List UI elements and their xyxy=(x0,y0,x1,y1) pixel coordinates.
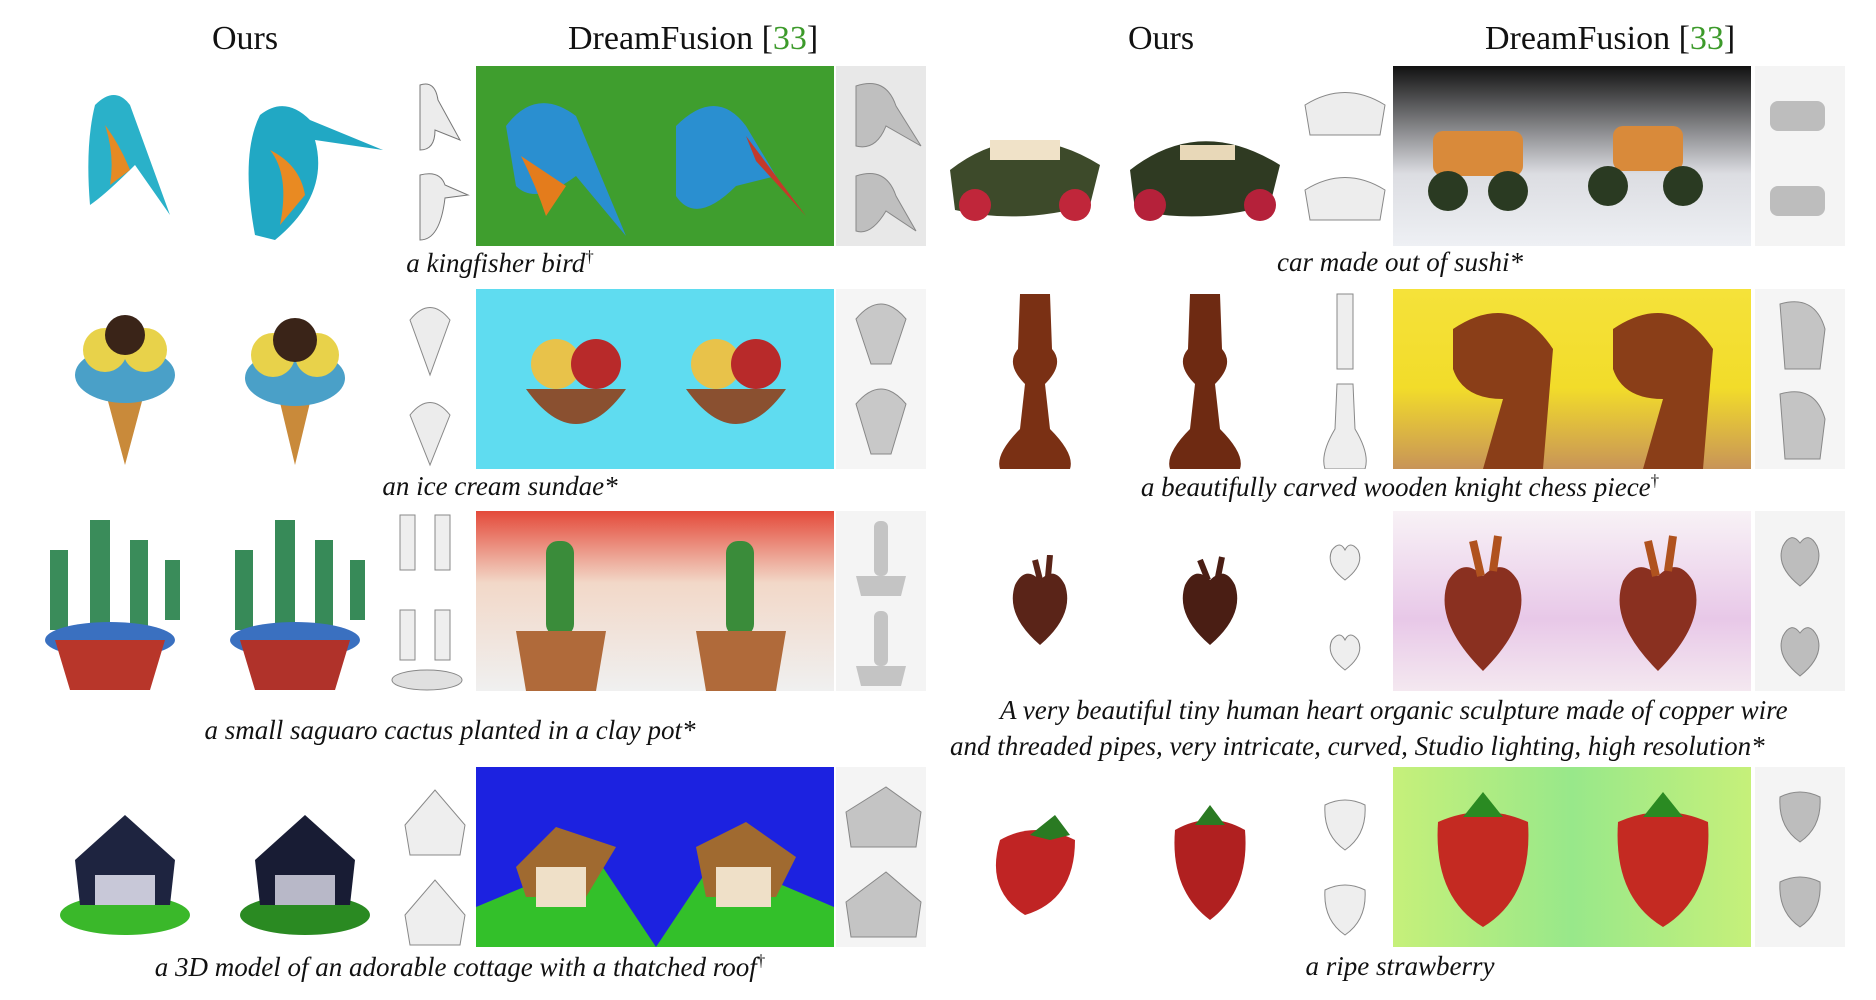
dreamfusion-label: DreamFusion [ xyxy=(1485,20,1690,57)
dreamfusion-strawberry-render xyxy=(1393,767,1751,947)
caption-strawberry: a ripe strawberry xyxy=(1305,951,1495,981)
ours-strawberry-view-1 xyxy=(980,810,1090,920)
ours-strawberry-geometry xyxy=(1315,790,1375,945)
ours-cactus-view-2 xyxy=(215,510,375,700)
ours-chess-view-2 xyxy=(1160,289,1250,469)
header-ours-right: Ours xyxy=(1128,20,1195,57)
dreamfusion-kingfisher-geometry xyxy=(836,66,926,246)
ours-cactus-geometry xyxy=(385,510,470,695)
ours-sushi-car-view-2 xyxy=(1120,110,1290,230)
ours-sushi-car-geometry xyxy=(1300,80,1390,245)
ours-sundae-view-2 xyxy=(235,300,355,470)
ours-sundae-view-1 xyxy=(65,300,185,470)
ours-cactus-view-1 xyxy=(30,510,190,700)
dreamfusion-close: ] xyxy=(1723,20,1736,57)
dreamfusion-sundae-render xyxy=(476,289,834,469)
dreamfusion-sushi-car-geometry xyxy=(1755,66,1845,246)
ours-heart-view-2 xyxy=(1170,555,1250,650)
caption-mark: † xyxy=(1650,471,1660,490)
ours-kingfisher-view-1 xyxy=(75,85,185,220)
dreamfusion-cottage-render xyxy=(476,767,834,947)
header-dreamfusion-left: DreamFusion [33] xyxy=(568,20,818,58)
dreamfusion-heart-render xyxy=(1393,511,1751,691)
dreamfusion-sundae-geometry xyxy=(836,289,926,469)
ours-cottage-geometry xyxy=(400,785,470,950)
ours-chess-geometry xyxy=(1315,289,1375,469)
dreamfusion-cactus-geometry xyxy=(836,511,926,691)
caption-mark: † xyxy=(585,247,594,266)
caption-mark: † xyxy=(756,951,766,970)
dreamfusion-close: ] xyxy=(806,20,819,57)
dreamfusion-chess-render xyxy=(1393,289,1751,469)
dreamfusion-cottage-geometry xyxy=(836,767,926,947)
ours-sundae-geometry xyxy=(395,295,465,475)
caption-sushi-car: car made out of sushi* xyxy=(1277,247,1523,277)
caption-text: a kingfisher bird xyxy=(406,248,586,278)
dreamfusion-chess-geometry xyxy=(1755,289,1845,469)
ours-kingfisher-view-2 xyxy=(235,95,385,245)
caption-kingfisher: a kingfisher bird† xyxy=(300,247,700,279)
dreamfusion-cactus-render xyxy=(476,511,834,691)
dreamfusion-kingfisher-render xyxy=(476,66,834,246)
caption-cottage: a 3D model of an adorable cottage with a… xyxy=(100,951,820,983)
ours-chess-view-1 xyxy=(990,289,1080,469)
dreamfusion-strawberry-geometry xyxy=(1755,767,1845,947)
ours-cottage-view-1 xyxy=(55,800,195,940)
ours-sushi-car-view-1 xyxy=(940,110,1110,230)
ours-cottage-view-2 xyxy=(235,800,375,940)
ours-kingfisher-geometry xyxy=(400,80,470,250)
ours-strawberry-view-2 xyxy=(1160,800,1260,925)
caption-text: a 3D model of an adorable cottage with a… xyxy=(154,952,757,982)
dreamfusion-heart-geometry xyxy=(1755,511,1845,691)
header-dreamfusion-right: DreamFusion [33] xyxy=(1485,20,1735,58)
caption-text: a beautifully carved wooden knight chess… xyxy=(1140,472,1651,502)
caption-cactus: a small saguaro cactus planted in a clay… xyxy=(204,715,696,745)
citation-link[interactable]: 33 xyxy=(772,20,807,57)
caption-sundae: an ice cream sundae* xyxy=(382,471,618,501)
caption-heart-line-1: A very beautiful tiny human heart organi… xyxy=(1000,695,1788,725)
ours-heart-view-1 xyxy=(1000,555,1080,650)
caption-heart-line-2: and threaded pipes, very intricate, curv… xyxy=(950,731,1765,761)
dreamfusion-label: DreamFusion [ xyxy=(568,20,773,57)
citation-link[interactable]: 33 xyxy=(1689,20,1724,57)
header-ours-left: Ours xyxy=(212,20,279,57)
caption-chess: a beautifully carved wooden knight chess… xyxy=(1100,471,1700,503)
ours-heart-geometry xyxy=(1320,535,1370,685)
dreamfusion-sushi-car-render xyxy=(1393,66,1751,246)
